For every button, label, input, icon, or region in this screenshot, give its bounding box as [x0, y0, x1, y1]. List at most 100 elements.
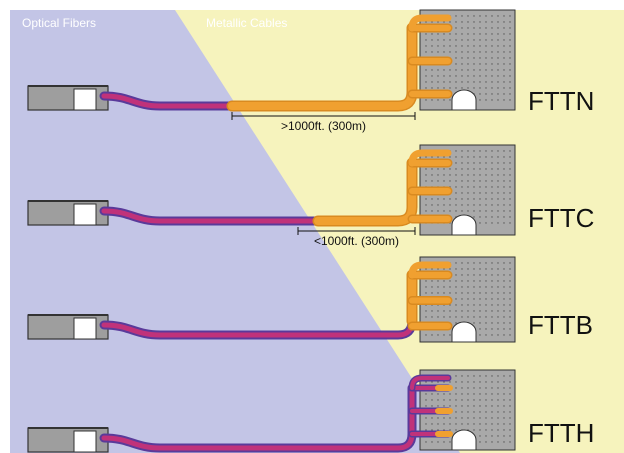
building-window-dot	[503, 399, 505, 401]
building-window-dot	[461, 168, 463, 170]
building-window-dot	[485, 304, 487, 306]
building-window-dot	[437, 51, 439, 53]
building-window-dot	[455, 192, 457, 194]
building-window-dot	[491, 405, 493, 407]
building-window-dot	[455, 21, 457, 23]
building-window-dot	[485, 387, 487, 389]
building-window-dot	[455, 156, 457, 158]
building-window-dot	[479, 57, 481, 59]
building-window-dot	[509, 393, 511, 395]
building-window-dot	[509, 310, 511, 312]
building-window-dot	[437, 33, 439, 35]
building-window-dot	[461, 81, 463, 83]
building-window-dot	[479, 168, 481, 170]
building-window-dot	[485, 150, 487, 152]
fiber-region	[10, 10, 460, 453]
building-window-dot	[491, 280, 493, 282]
building-window-dot	[497, 204, 499, 206]
building-window-dot	[485, 156, 487, 158]
building-window-dot	[437, 21, 439, 23]
building-window-dot	[509, 204, 511, 206]
building-window-dot	[455, 75, 457, 77]
building-window-dot	[437, 39, 439, 41]
building-window-dot	[509, 87, 511, 89]
building-window-dot	[485, 298, 487, 300]
building-window-dot	[467, 15, 469, 17]
building-window-dot	[467, 280, 469, 282]
building-window-dot	[491, 192, 493, 194]
building-window-dot	[491, 174, 493, 176]
building-window-dot	[467, 51, 469, 53]
building-window-dot	[491, 168, 493, 170]
building-window-dot	[455, 429, 457, 431]
building-window-dot	[491, 399, 493, 401]
building-window-dot	[491, 51, 493, 53]
building-window-dot	[509, 45, 511, 47]
building-window-dot	[467, 268, 469, 270]
copper-riser-cap	[408, 149, 452, 167]
building-window-dot	[431, 441, 433, 443]
building-window-dot	[509, 280, 511, 282]
building-window-dot	[461, 15, 463, 17]
building-window-dot	[467, 286, 469, 288]
building-window-dot	[431, 399, 433, 401]
building-window-dot	[485, 216, 487, 218]
building-window-dot	[443, 99, 445, 101]
building-window-dot	[509, 387, 511, 389]
building-window-dot	[443, 423, 445, 425]
building-window-dot	[497, 387, 499, 389]
building-window-dot	[473, 192, 475, 194]
building-window-dot	[497, 174, 499, 176]
building-window-dot	[425, 381, 427, 383]
building-window-dot	[479, 304, 481, 306]
building-window-dot	[461, 33, 463, 35]
building-window-dot	[497, 292, 499, 294]
building-window-dot	[503, 216, 505, 218]
building-window-dot	[491, 387, 493, 389]
building-window-dot	[503, 328, 505, 330]
building-window-dot	[503, 423, 505, 425]
building-window-dot	[431, 393, 433, 395]
building-window-dot	[509, 180, 511, 182]
building-window-dot	[491, 322, 493, 324]
building-window-dot	[461, 150, 463, 152]
building-window-dot	[437, 268, 439, 270]
building-window-dot	[473, 204, 475, 206]
building-window-dot	[425, 156, 427, 158]
building-window-dot	[503, 27, 505, 29]
building-window-dot	[497, 69, 499, 71]
building-window-dot	[425, 81, 427, 83]
building-window-dot	[485, 99, 487, 101]
building-window-dot	[503, 51, 505, 53]
building-window-dot	[467, 162, 469, 164]
building-window-dot	[485, 186, 487, 188]
building-window-dot	[485, 69, 487, 71]
building-window-dot	[509, 381, 511, 383]
copper-riser-cap	[408, 14, 452, 32]
building-window-dot	[467, 298, 469, 300]
building-window-dot	[491, 274, 493, 276]
building-window-dot	[497, 81, 499, 83]
building-window-dot	[497, 99, 499, 101]
building-window-dot	[509, 292, 511, 294]
building-window-dot	[479, 423, 481, 425]
building-window-dot	[509, 417, 511, 419]
building-window-dot	[467, 69, 469, 71]
building-window-dot	[473, 21, 475, 23]
building-window-dot	[455, 198, 457, 200]
building-window-dot	[461, 186, 463, 188]
building-window-dot	[491, 156, 493, 158]
building-cabinet	[451, 89, 477, 111]
building-window-dot	[461, 27, 463, 29]
building-window-dot	[479, 162, 481, 164]
building-window-dot	[467, 33, 469, 35]
building-window-dot	[443, 393, 445, 395]
building-window-dot	[455, 262, 457, 264]
building-window-dot	[425, 280, 427, 282]
building-window-dot	[425, 441, 427, 443]
building-window-dot	[509, 216, 511, 218]
building-window-dot	[479, 15, 481, 17]
building-window-dot	[509, 405, 511, 407]
building-window-dot	[473, 75, 475, 77]
building-window-dot	[455, 210, 457, 212]
